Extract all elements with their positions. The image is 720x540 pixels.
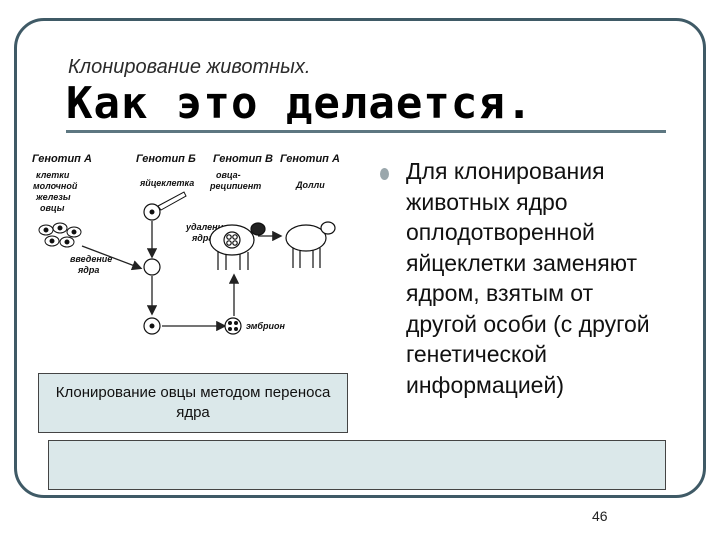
- genotype-label-a2: Генотип А: [280, 153, 340, 165]
- slide-title: Как это делается.: [66, 78, 534, 129]
- arrow-insertion: [81, 245, 143, 271]
- cells-label-line4: овцы: [40, 203, 65, 213]
- recipient-label-line1: овца-: [216, 170, 241, 180]
- embryo-icon: [224, 317, 242, 335]
- cells-label-line3: железы: [35, 192, 71, 202]
- mammary-cells-icon: [38, 222, 82, 248]
- bullet-icon: [380, 168, 389, 180]
- reconstructed-egg-icon: [143, 317, 161, 335]
- egg-cell-icon: [143, 191, 187, 221]
- cells-label-line1: клетки: [36, 170, 70, 180]
- genotype-label-a1: Генотип А: [32, 153, 92, 165]
- dolly-label: Долли: [295, 180, 325, 190]
- recipient-sheep-icon: [209, 222, 266, 270]
- page-number: 46: [592, 508, 608, 524]
- embryo-label: эмбрион: [246, 321, 285, 331]
- recipient-label-line2: реципиент: [209, 181, 261, 191]
- slide-subtitle: Клонирование животных.: [68, 56, 311, 78]
- genotype-label-b: Генотип Б: [136, 153, 196, 165]
- egg-label: яйцеклетка: [139, 178, 194, 188]
- cloning-diagram: Генотип А Генотип Б Генотип В Генотип А …: [32, 153, 340, 335]
- slide-frame: [14, 18, 706, 498]
- removal-label-line2: ядра: [191, 233, 213, 243]
- dolly-sheep-icon: [285, 221, 336, 268]
- title-divider: [66, 130, 666, 133]
- enucleated-egg-icon: [143, 258, 161, 276]
- removal-label-line1: удаление: [185, 222, 228, 232]
- cells-label-line2: молочной: [33, 181, 78, 191]
- bottom-panel: [48, 440, 666, 490]
- genotype-label-v: Генотип В: [213, 153, 273, 165]
- bullet-text: Для клонирования животных ядро оплодотво…: [406, 158, 650, 398]
- insertion-label-line1: введение: [70, 254, 112, 264]
- diagram-caption: Клонирование овцы методом переноса ядра: [38, 373, 348, 433]
- insertion-label-line2: ядра: [77, 265, 99, 275]
